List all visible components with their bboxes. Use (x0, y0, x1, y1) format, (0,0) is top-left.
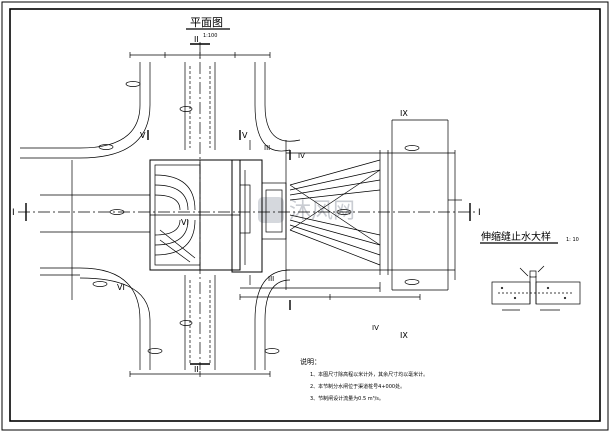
note-2: 2、本节制分水闸位于渠道桩号4+000处。 (310, 383, 405, 390)
section-label-IV-top: IV (298, 152, 305, 160)
section-label-III-top: III (264, 144, 270, 152)
section-label-VI-lower: VI (117, 283, 125, 292)
section-label-VI-center: VI (181, 218, 189, 227)
note-3: 3、节制闸设计流量为0.5 m³/s。 (310, 395, 384, 402)
note-1: 1、本图尺寸除高程以米计外，其余尺寸均以毫米计。 (310, 371, 428, 378)
section-label-I-left: I (12, 208, 15, 218)
section-label-I-right: I (478, 208, 481, 218)
section-label-III-bottom: III (268, 275, 274, 283)
notes-title: 说明： (300, 357, 321, 366)
detail-title: 伸缩缝止水大样 (481, 230, 551, 243)
plan-view (18, 42, 475, 377)
section-label-V-left: V (140, 131, 146, 140)
elevation-tags (92, 81, 420, 354)
section-label-II-top: II (194, 35, 199, 44)
section-labels: I I II II III III IV IV V V VI VI IX IX (12, 35, 481, 374)
section-markers (25, 43, 471, 365)
detail-scale: 1: 10 (566, 237, 579, 243)
section-label-IX-top: IX (400, 109, 408, 118)
section-label-IX-bottom: IX (400, 331, 408, 340)
section-label-V-right: V (242, 131, 248, 140)
waterstop-detail (491, 265, 581, 311)
section-label-II-bottom: II (194, 365, 199, 374)
plan-title: 平面图 (190, 16, 223, 29)
svg-text:沐风网: 沐风网 (289, 199, 355, 224)
section-label-IV-bottom: IV (372, 324, 379, 332)
watermark: 沐风网 (258, 197, 355, 224)
inner-border (9, 8, 601, 422)
plan-scale: 1:100 (203, 33, 217, 39)
